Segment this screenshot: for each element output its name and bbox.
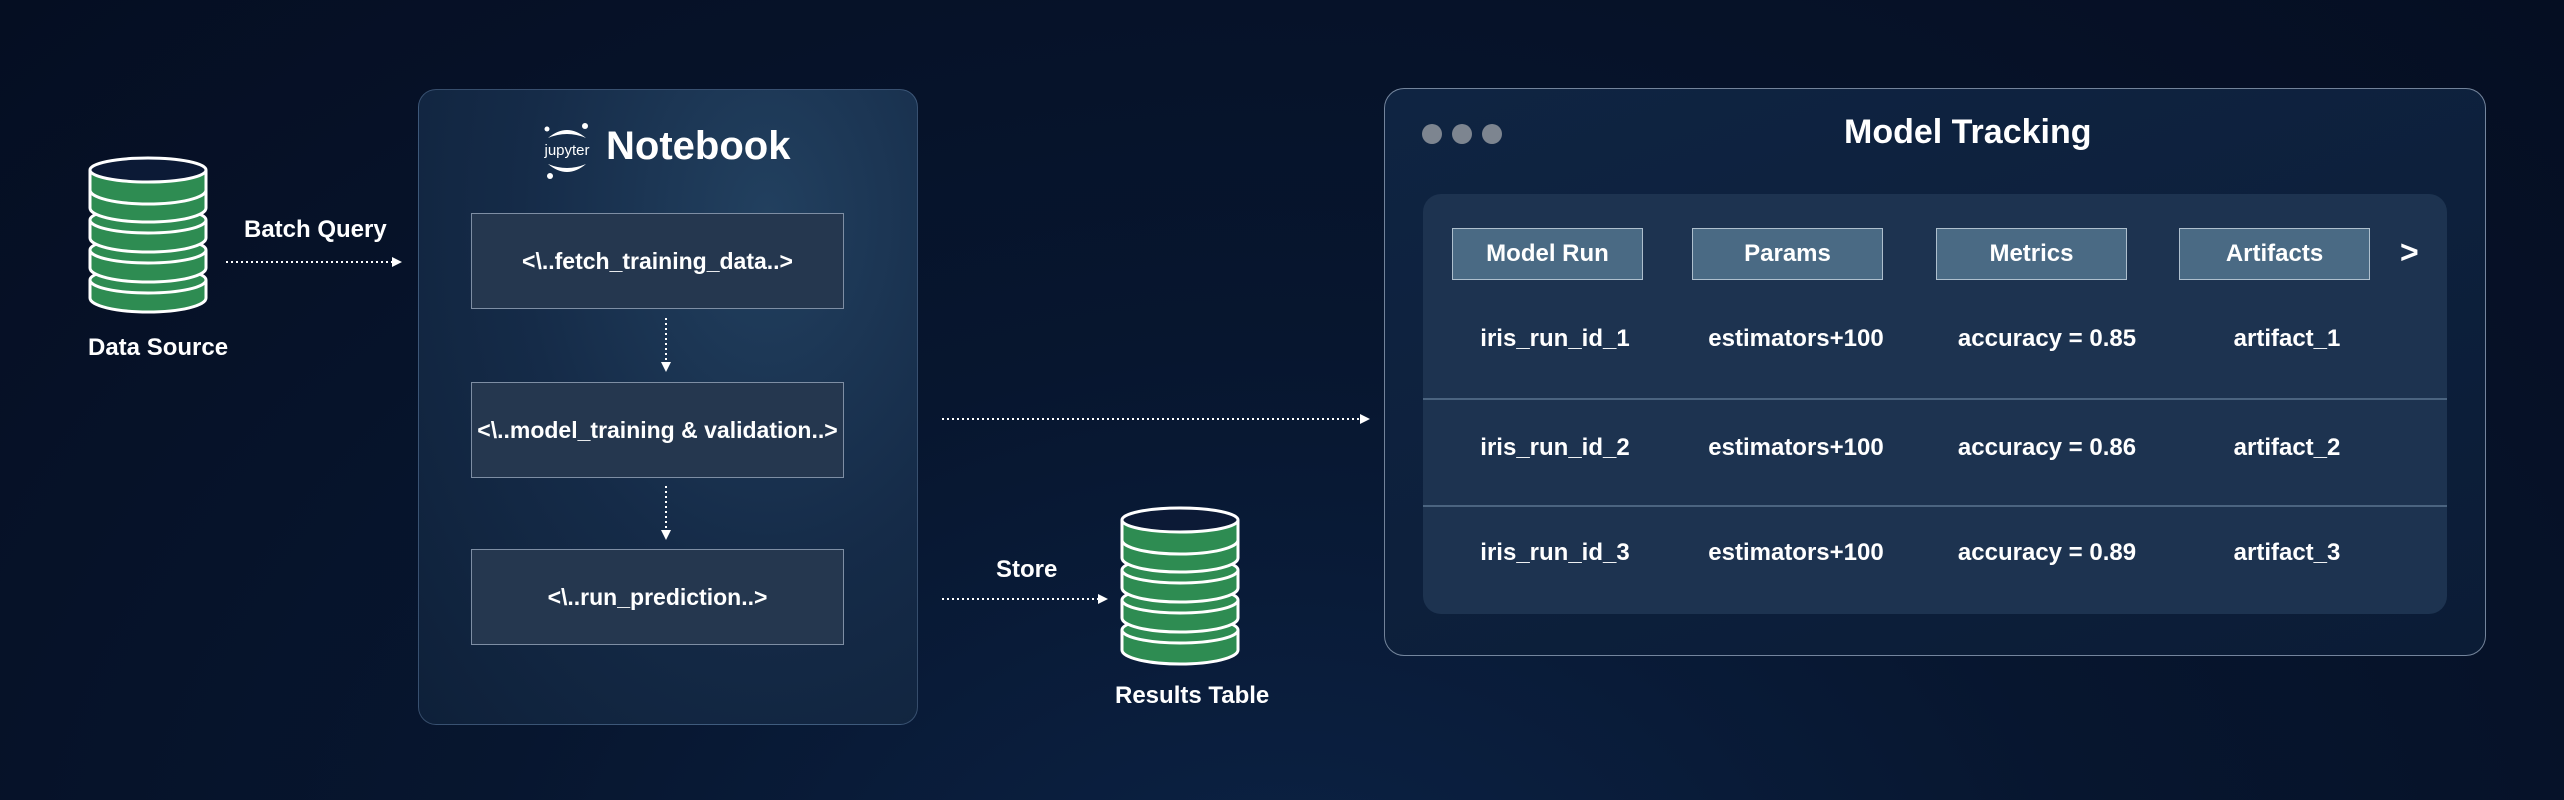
cell-model-run: iris_run_id_2 — [1480, 434, 1630, 461]
step-run-prediction: <\..run_prediction..> — [471, 549, 844, 645]
cell-params: estimators+100 — [1708, 539, 1884, 566]
step-arrow-1 — [661, 318, 671, 372]
cell-params: estimators+100 — [1708, 325, 1884, 352]
store-arrow — [942, 594, 1108, 604]
results-table-database-icon — [1120, 506, 1240, 666]
cell-artifacts[interactable]: artifact_3 — [2233, 539, 2341, 566]
jupyter-logo-icon: jupyter — [543, 123, 590, 179]
cell-artifacts[interactable]: artifact_2 — [2233, 434, 2341, 461]
cell-metrics: accuracy = 0.86 — [1957, 434, 2137, 461]
step-model-training-validation: <\..model_training & validation..> — [471, 382, 844, 478]
cell-model-run: iris_run_id_1 — [1480, 325, 1630, 352]
data-source-database-icon — [88, 156, 208, 314]
cell-model-run: iris_run_id_3 — [1480, 539, 1630, 566]
notebook-to-tracking-arrow — [942, 414, 1370, 424]
header-metrics[interactable]: Metrics — [1936, 228, 2127, 280]
model-tracking-title: Model Tracking — [1844, 113, 2092, 151]
header-params[interactable]: Params — [1692, 228, 1883, 280]
notebook-title: Notebook — [606, 124, 791, 168]
step-fetch-training-data: <\..fetch_training_data..> — [471, 213, 844, 309]
window-dot-1 — [1422, 124, 1442, 144]
batch-query-arrow — [226, 257, 402, 267]
next-columns-arrow[interactable]: > — [2400, 234, 2419, 270]
cell-metrics: accuracy = 0.89 — [1957, 539, 2137, 566]
data-source-label: Data Source — [88, 334, 229, 361]
step-arrow-2 — [661, 486, 671, 540]
window-dot-2 — [1452, 124, 1472, 144]
row-divider — [1423, 398, 2447, 400]
cell-metrics: accuracy = 0.85 — [1957, 325, 2137, 352]
cell-artifacts[interactable]: artifact_1 — [2233, 325, 2341, 352]
results-table-label: Results Table — [1115, 682, 1270, 709]
row-divider — [1423, 505, 2447, 507]
window-dot-3 — [1482, 124, 1502, 144]
store-label: Store — [996, 556, 1058, 583]
header-artifacts[interactable]: Artifacts — [2179, 228, 2370, 280]
jupyter-logo-text: jupyter — [543, 142, 589, 159]
batch-query-label: Batch Query — [244, 216, 387, 243]
header-model-run[interactable]: Model Run — [1452, 228, 1643, 280]
cell-params: estimators+100 — [1708, 434, 1884, 461]
